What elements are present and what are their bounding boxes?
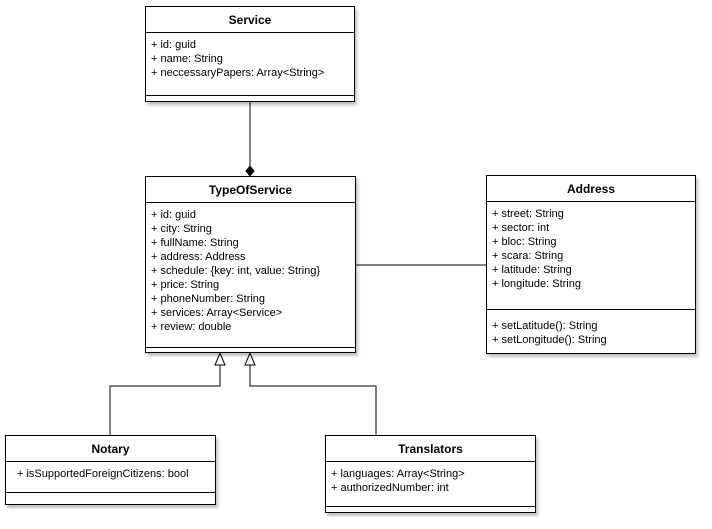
attribute-list: + id: guid + name: String + neccessaryPa…: [146, 33, 354, 80]
attribute: + id: guid: [151, 209, 196, 221]
attribute: + review: double: [151, 321, 232, 333]
class-translators[interactable]: Translators + languages: Array<String> +…: [325, 435, 536, 513]
generalization-arrowhead-notary: [214, 351, 226, 366]
operations-divider: [326, 506, 535, 507]
attribute: + latitude: String: [492, 264, 572, 276]
operation: + setLatitude(): String: [492, 320, 598, 332]
attribute: + schedule: {key: int, value: String}: [151, 265, 321, 277]
attribute: + price: String: [151, 279, 220, 291]
attribute: + sector: int: [492, 222, 550, 234]
attribute: + phoneNumber: String: [151, 293, 266, 305]
attribute: + neccessaryPapers: Array<String>: [151, 67, 325, 79]
class-title: Service: [146, 7, 354, 33]
attribute: + longitude: String: [492, 278, 581, 290]
generalization-arrowhead-translators: [244, 351, 256, 366]
attribute: + scara: String: [492, 250, 564, 262]
class-typeofservice[interactable]: TypeOfService + id: guid + city: String …: [145, 176, 356, 353]
attribute: + fullName: String: [151, 237, 239, 249]
attribute: + isSupportedForeignCitizens: bool: [17, 468, 189, 480]
attribute: + bloc: String: [492, 236, 557, 248]
operations-divider: [487, 309, 695, 310]
attribute-list: + street: String + sector: int + bloc: S…: [487, 202, 695, 291]
attribute: + address: Address: [151, 251, 246, 263]
attribute: + id: guid: [151, 39, 196, 51]
operation: + setLongitude(): String: [492, 334, 607, 346]
attribute: + authorizedNumber: int: [331, 482, 449, 494]
generalization-line-translators: [249, 365, 377, 435]
composition-diamond: [245, 165, 255, 177]
class-title: Notary: [6, 436, 215, 462]
attribute: + services: Array<Service>: [151, 307, 283, 319]
operations-divider: [6, 492, 215, 493]
attribute: + languages: Array<String>: [331, 468, 465, 480]
class-address[interactable]: Address + street: String + sector: int +…: [486, 175, 696, 354]
attribute-list: + languages: Array<String> + authorizedN…: [326, 462, 535, 495]
class-title: Translators: [326, 436, 535, 462]
class-service[interactable]: Service + id: guid + name: String + necc…: [145, 6, 355, 102]
attribute: + name: String: [151, 53, 223, 65]
operations-divider: [146, 95, 354, 96]
attribute: + street: String: [492, 208, 564, 220]
class-title: Address: [487, 176, 695, 202]
class-notary[interactable]: Notary + isSupportedForeignCitizens: boo…: [5, 435, 216, 505]
class-title: TypeOfService: [146, 177, 355, 203]
generalization-line-notary: [109, 365, 221, 435]
operation-list: + setLatitude(): String + setLongitude()…: [487, 319, 695, 347]
operations-divider: [146, 347, 355, 348]
attribute: + city: String: [151, 223, 212, 235]
attribute-list: + id: guid + city: String + fullName: St…: [146, 203, 355, 334]
attribute-list: + isSupportedForeignCitizens: bool: [6, 462, 215, 481]
